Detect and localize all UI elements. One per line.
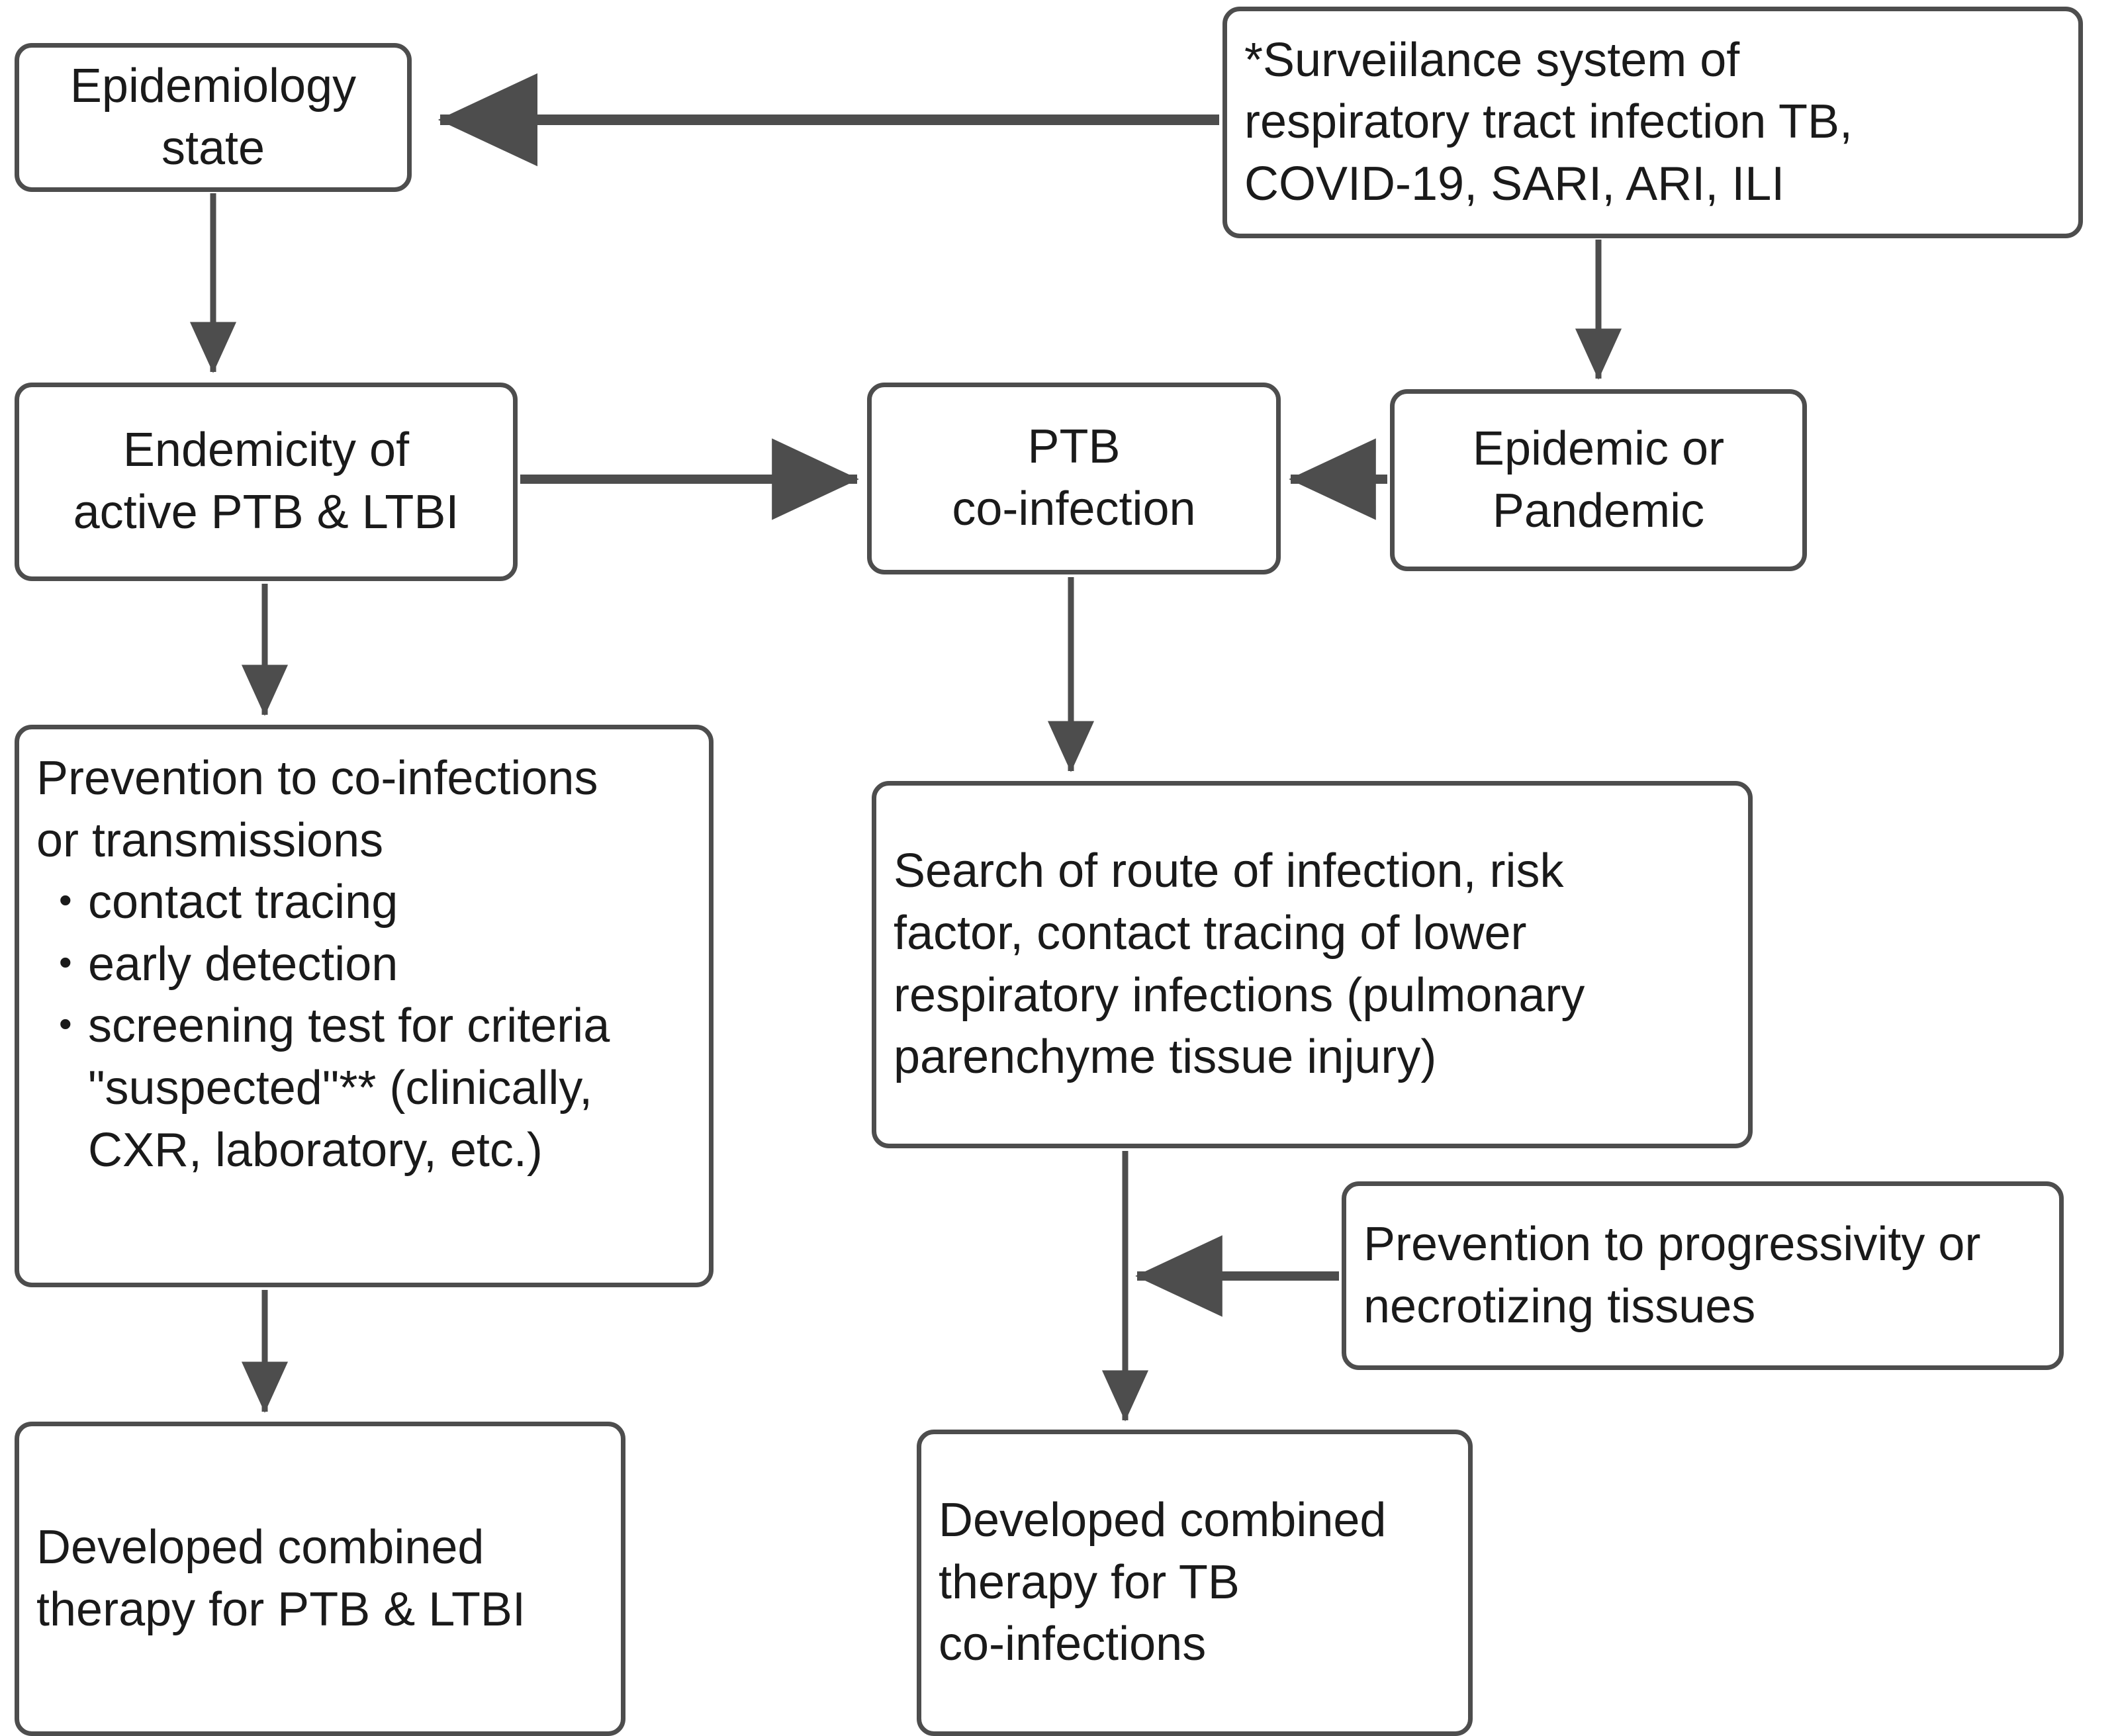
prevention-heading-line-2: or transmissions bbox=[36, 813, 384, 867]
node-epidemic-or-pandemic[interactable]: Epidemic or Pandemic bbox=[1390, 389, 1807, 571]
prevention-bullet-list: contact tracing early detection screenin… bbox=[36, 872, 692, 1181]
therapy-ptb-ltbi-line-1: Developed combined bbox=[36, 1520, 484, 1574]
prevention-bullet-item: screening test for criteria "suspected"*… bbox=[59, 995, 692, 1181]
surveillance-line-3: COVID-19, SARI, ARI, ILI bbox=[1244, 157, 1785, 210]
surveillance-line-1: *Surveiilance system of bbox=[1244, 33, 1740, 87]
endemicity-line-2: active PTB & LTBI bbox=[73, 486, 459, 539]
epidemiology-state-line-1: Epidemiology bbox=[69, 59, 357, 113]
ptb-coinfection-line-1: PTB bbox=[1027, 420, 1121, 474]
therapy-tb-coinfections-line-1: Developed combined bbox=[939, 1494, 1387, 1547]
epidemic-pandemic-line-2: Pandemic bbox=[1492, 484, 1705, 537]
epidemic-pandemic-line-1: Epidemic or bbox=[1472, 422, 1725, 475]
prevention-bullet-item: early detection bbox=[59, 934, 692, 996]
epidemiology-state-line-2: state bbox=[161, 121, 265, 175]
node-epidemiology-state[interactable]: Epidemiology state bbox=[15, 43, 412, 192]
endemicity-line-1: Endemicity of bbox=[122, 424, 410, 477]
ptb-coinfection-line-2: co-infection bbox=[952, 482, 1196, 535]
node-prevention-progressivity[interactable]: Prevention to progressivity or necrotizi… bbox=[1342, 1181, 2064, 1370]
search-route-line-3: respiratory infections (pulmonary bbox=[894, 968, 1585, 1022]
node-endemicity[interactable]: Endemicity of active PTB & LTBI bbox=[15, 383, 518, 581]
surveillance-line-2: respiratory tract infection TB, bbox=[1244, 95, 1853, 149]
search-route-line-1: Search of route of infection, risk bbox=[894, 845, 1564, 898]
node-ptb-coinfection[interactable]: PTB co-infection bbox=[867, 383, 1281, 574]
therapy-tb-coinfections-line-3: co-infections bbox=[939, 1618, 1207, 1671]
search-route-line-2: factor, contact tracing of lower bbox=[894, 906, 1527, 960]
prevention-heading-line-1: Prevention to co-infections bbox=[36, 752, 598, 805]
prevention-progressivity-line-2: necrotizing tissues bbox=[1363, 1279, 1756, 1333]
therapy-ptb-ltbi-line-2: therapy for PTB & LTBI bbox=[36, 1582, 526, 1636]
prevention-bullet-item: contact tracing bbox=[59, 872, 692, 934]
node-therapy-ptb-ltbi[interactable]: Developed combined therapy for PTB & LTB… bbox=[15, 1422, 625, 1736]
node-therapy-tb-coinfections[interactable]: Developed combined therapy for TB co-inf… bbox=[917, 1430, 1473, 1736]
search-route-line-4: parenchyme tissue injury) bbox=[894, 1030, 1437, 1084]
prevention-progressivity-line-1: Prevention to progressivity or bbox=[1363, 1217, 1981, 1271]
therapy-tb-coinfections-line-2: therapy for TB bbox=[939, 1555, 1240, 1609]
node-prevention-coinfections[interactable]: Prevention to co-infections or transmiss… bbox=[15, 725, 714, 1287]
node-surveillance-system[interactable]: *Surveiilance system of respiratory trac… bbox=[1222, 7, 2083, 238]
node-search-route[interactable]: Search of route of infection, risk facto… bbox=[872, 781, 1753, 1148]
